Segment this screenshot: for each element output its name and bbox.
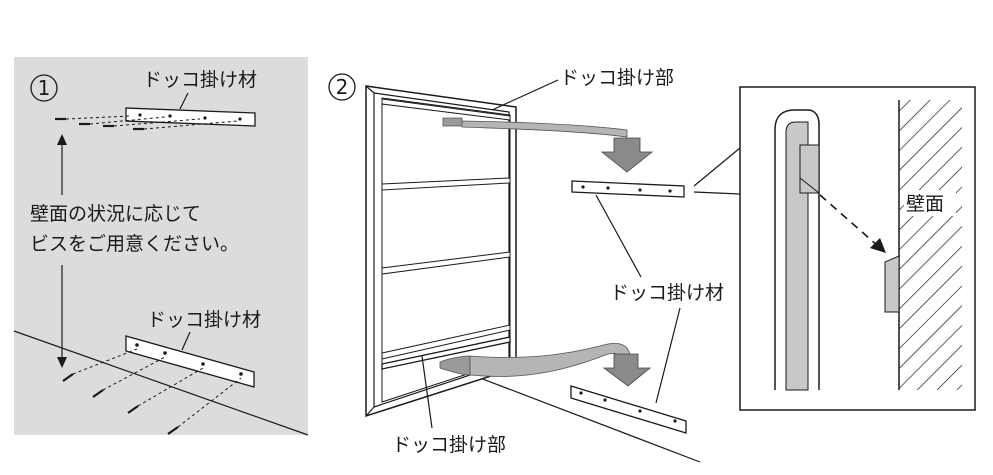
screw-note-line2: ビスをご用意ください。 [30,233,239,255]
step2-number-badge: 2 [328,73,356,101]
detail-wall-hook [884,255,900,313]
step2-panel: 2 ドッコ掛け部 [328,67,741,463]
floor-line [13,330,309,436]
detail-panel: 壁面 [739,86,976,411]
bottom-wall-rail [125,335,255,388]
step1-top-rail-label: ドッコ掛け材 [143,69,257,91]
step2-bottom-rail [570,385,687,434]
top-rail-holes [138,113,242,121]
step2-top-rail-holes [581,185,672,193]
detail-wall-hatch [899,100,962,390]
lower-mount-arrow [439,343,652,387]
step1-bottom-rail-label: ドッコ掛け材 [147,309,261,331]
step2-number: 2 [336,75,349,99]
detail-wall-label: 壁面 [906,193,944,215]
step1-number-badge: 1 [30,74,58,102]
top-screws [55,115,239,131]
step1-panel: 1 ドッコ掛け材 壁面の状況に応じて [13,57,309,436]
bottom-screws [62,348,242,435]
step2-top-rail [571,180,685,198]
step2-bottom-hook-label: ドッコ掛け部 [392,434,506,456]
screw-note-line1: 壁面の状況に応じて [30,203,201,225]
door-panel [365,85,517,418]
upper-mount-arrow [442,117,654,173]
step2-rail-label: ドッコ掛け材 [610,282,724,304]
detail-callout-line [693,147,741,187]
step2-bottom-rail-holes [579,391,677,423]
bottom-rail-holes [135,343,243,376]
vertical-spacing-arrow [57,134,67,368]
step1-number: 1 [38,76,51,100]
step2-top-hook-label: ドッコ掛け部 [560,67,674,89]
